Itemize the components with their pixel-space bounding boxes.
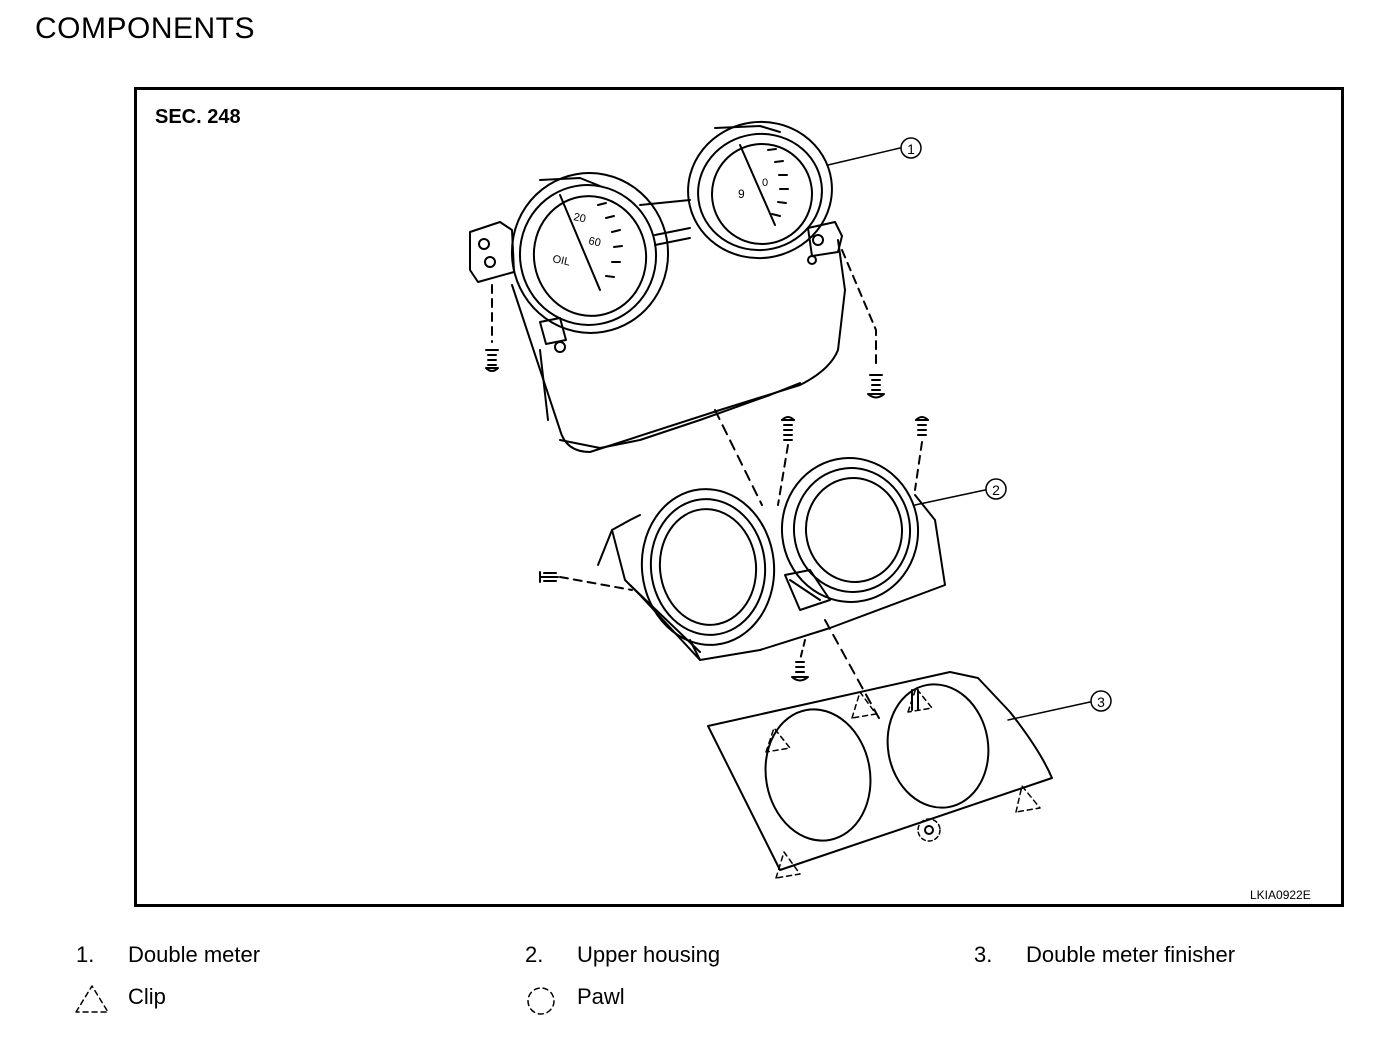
callout-3-label: 3 <box>1097 694 1105 710</box>
legend-1-number: 1. <box>76 942 95 967</box>
double-meter-part <box>469 120 901 453</box>
legend-pawl-label: Pawl <box>577 984 625 1009</box>
diagram-frame <box>134 87 1344 907</box>
legend-3-number: 3. <box>974 942 993 967</box>
callout-2-label: 2 <box>992 482 1000 498</box>
pawl-circle-icon <box>527 987 555 1015</box>
legend-3-label: Double meter finisher <box>1026 942 1236 967</box>
callout-3 <box>1090 690 1112 712</box>
upper-housing-part <box>539 416 986 682</box>
page-heading: COMPONENTS <box>35 12 256 45</box>
section-label: SEC. 248 <box>155 106 241 128</box>
gauge-9-label: 9 <box>738 187 745 201</box>
legend-2-label: Upper housing <box>577 942 721 967</box>
gauge-60-label: 60 <box>587 235 601 249</box>
callout-1 <box>900 137 922 159</box>
gauge-20-label: 20 <box>572 211 586 225</box>
legend-2-number: 2. <box>525 942 544 967</box>
legend-clip-label: Clip <box>128 984 166 1009</box>
clip-triangle-icon <box>75 985 109 1013</box>
legend-1-label: Double meter <box>128 942 261 967</box>
figure-code: LKIA0922E <box>1250 888 1311 902</box>
gauge-0-label: 0 <box>762 177 768 189</box>
callout-1-label: 1 <box>907 141 915 157</box>
callout-2 <box>985 478 1007 500</box>
double-meter-finisher-part <box>707 671 1091 879</box>
gauge-oil-label: OIL <box>551 253 571 268</box>
